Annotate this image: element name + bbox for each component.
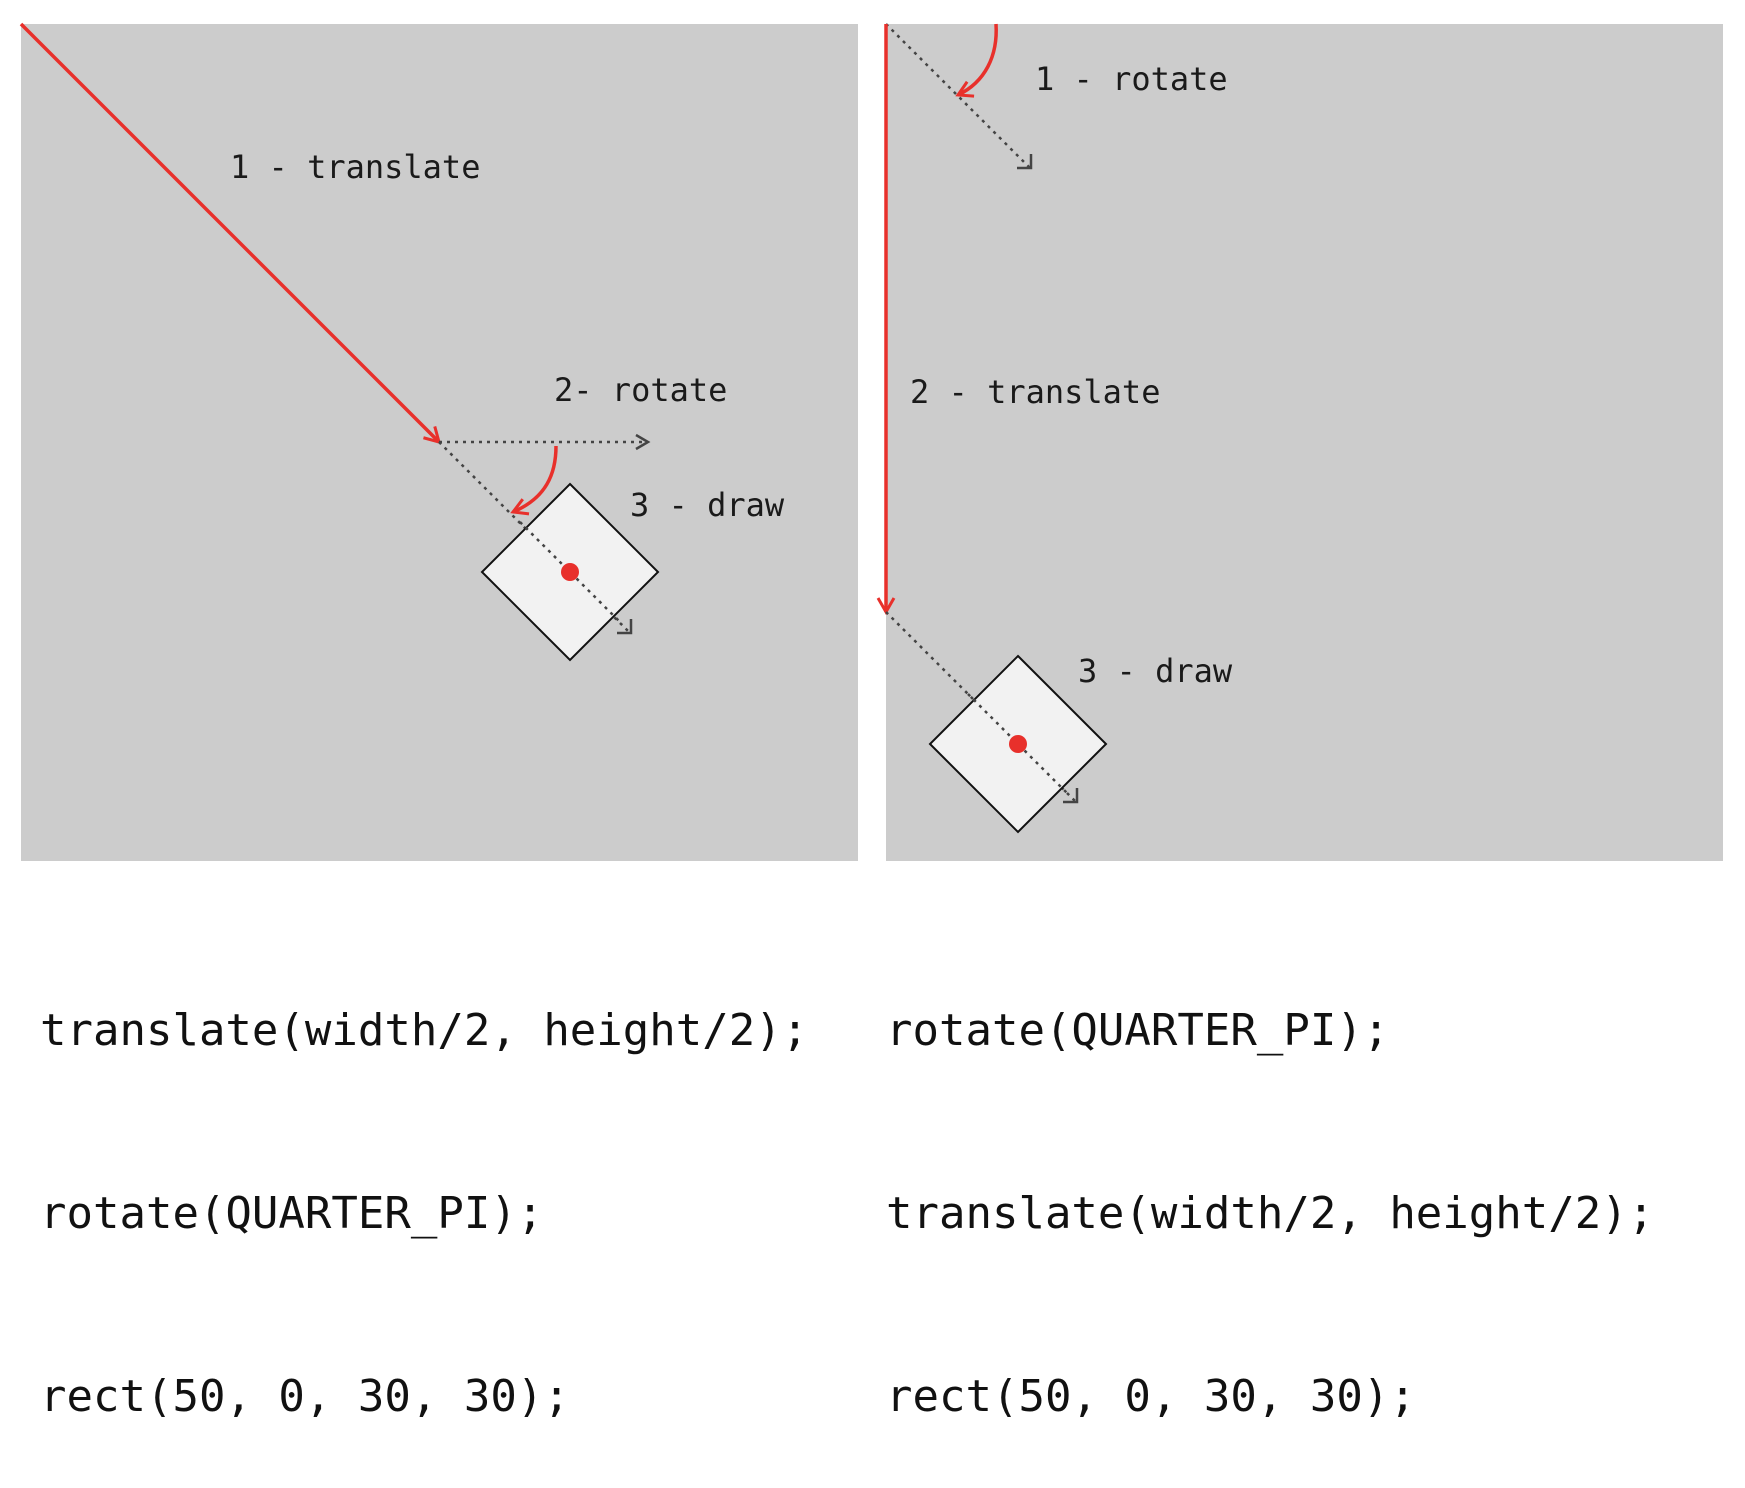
- left-step2-label: 2- rotate: [554, 371, 727, 409]
- right-step3-label: 3 - draw: [1078, 652, 1233, 690]
- left-code-block: translate(width/2, height/2); rotate(QUA…: [40, 878, 808, 1488]
- rotate-curved-arrow: [510, 445, 558, 516]
- rotate-curved-arrow: [955, 23, 998, 98]
- rect-center-dot: [1009, 735, 1027, 753]
- translate-arrow: [19, 22, 442, 445]
- transform-order-diagram: 1 - translate 2- rotate 3 - draw 1 - rot…: [19, 22, 1723, 861]
- left-panel: 1 - translate 2- rotate 3 - draw: [19, 22, 858, 861]
- right-code-line-1: rotate(QUARTER_PI);: [886, 1005, 1390, 1056]
- rotated-axis-arrowhead: [1017, 154, 1033, 170]
- left-code-line-2: rotate(QUARTER_PI);: [40, 1188, 544, 1239]
- right-code-line-3: rect(50, 0, 30, 30);: [886, 1371, 1416, 1422]
- left-step1-label: 1 - translate: [230, 148, 480, 186]
- right-code-block: rotate(QUARTER_PI); translate(width/2, h…: [886, 878, 1654, 1488]
- rotated-axis-arrowhead-2: [1063, 788, 1079, 804]
- rotated-axis-arrowhead: [617, 619, 633, 635]
- rect-center-dot: [561, 563, 579, 581]
- rotated-axis-dotted-arrow: [885, 23, 1031, 169]
- left-code-line-1: translate(width/2, height/2);: [40, 1005, 809, 1056]
- right-step2-label: 2 - translate: [910, 373, 1160, 411]
- left-code-line-3: rect(50, 0, 30, 30);: [40, 1371, 570, 1422]
- right-code-line-2: translate(width/2, height/2);: [886, 1188, 1655, 1239]
- left-step3-label: 3 - draw: [630, 486, 785, 524]
- right-step1-label: 1 - rotate: [1035, 60, 1228, 98]
- right-panel: 1 - rotate 2 - translate 3 - draw: [876, 23, 1723, 861]
